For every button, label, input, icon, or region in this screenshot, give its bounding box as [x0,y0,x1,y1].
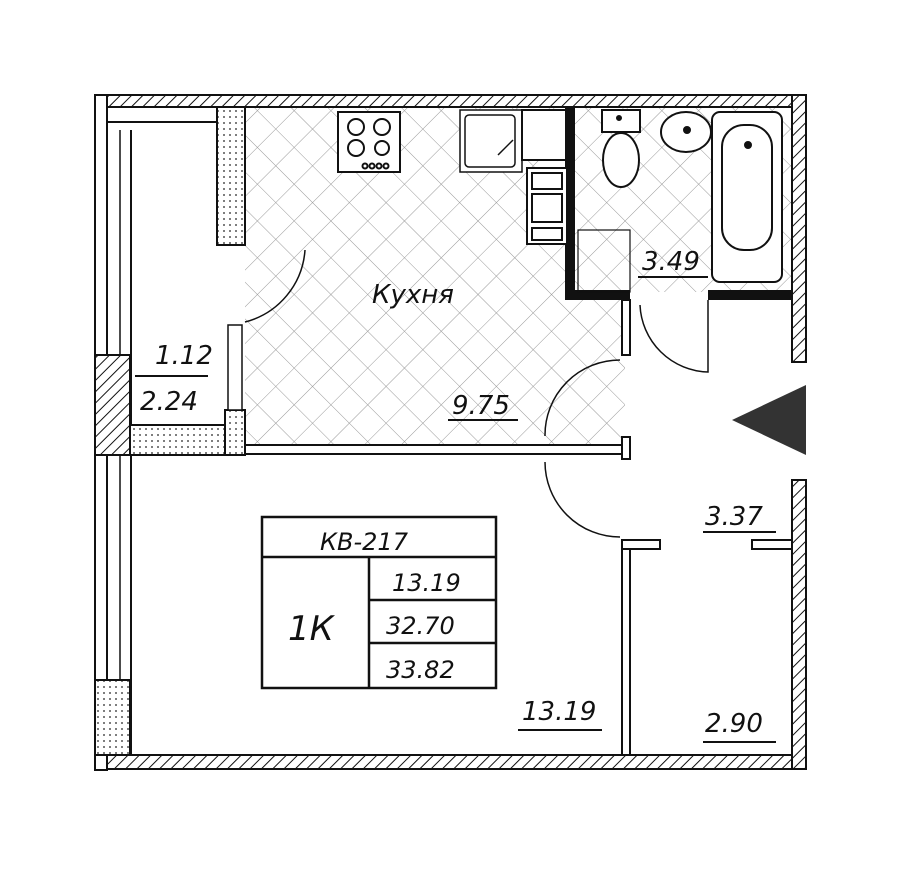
outer-wall-top [99,94,807,108]
bathroom-door[interactable] [639,300,709,373]
kitchen-area: 9.75 [452,391,510,421]
left-wall-pier-lower [94,679,131,756]
closet-area: 2.90 [705,709,763,739]
apartment-info-table [260,515,498,690]
cabinet-icon [521,109,568,245]
total-area: 32.70 [386,612,455,640]
outer-wall-bottom [99,754,807,770]
balcony-wall-lower [224,409,246,456]
balcony-area-reduced: 1.12 [155,341,213,371]
hall-area: 3.37 [705,502,763,532]
toilet-icon [601,109,641,188]
room-door[interactable] [544,461,621,538]
stove-icon [337,111,401,173]
balcony-area: 2.24 [140,387,198,417]
kitchen-door[interactable] [544,359,621,437]
washbasin-icon [660,111,712,153]
sink-icon [459,109,523,173]
entrance-arrow-icon [732,385,806,455]
outer-wall-right-lower [791,479,807,770]
bathroom-wall-left [565,107,575,300]
balcony-wall [216,106,246,246]
left-wall-pier [94,354,131,456]
bathtub-icon [711,111,783,283]
apartment-type: 1К [288,609,336,649]
kitchen-name: Кухня [372,280,454,310]
total-area-with-balcony: 33.82 [386,656,455,684]
bathroom-wall-bottom-right [708,290,792,300]
apartment-number: КВ-217 [320,528,409,556]
outer-wall-right-upper [791,94,807,363]
living-area: 13.19 [392,569,461,597]
bathroom-wall-bottom-left [565,290,630,300]
closet-wall [621,539,631,756]
kitchen-room-wall [244,444,631,455]
bathroom-area: 3.49 [642,247,700,277]
living-room-area: 13.19 [522,697,596,727]
balcony-door [227,324,243,411]
washing-machine-icon [577,229,631,293]
